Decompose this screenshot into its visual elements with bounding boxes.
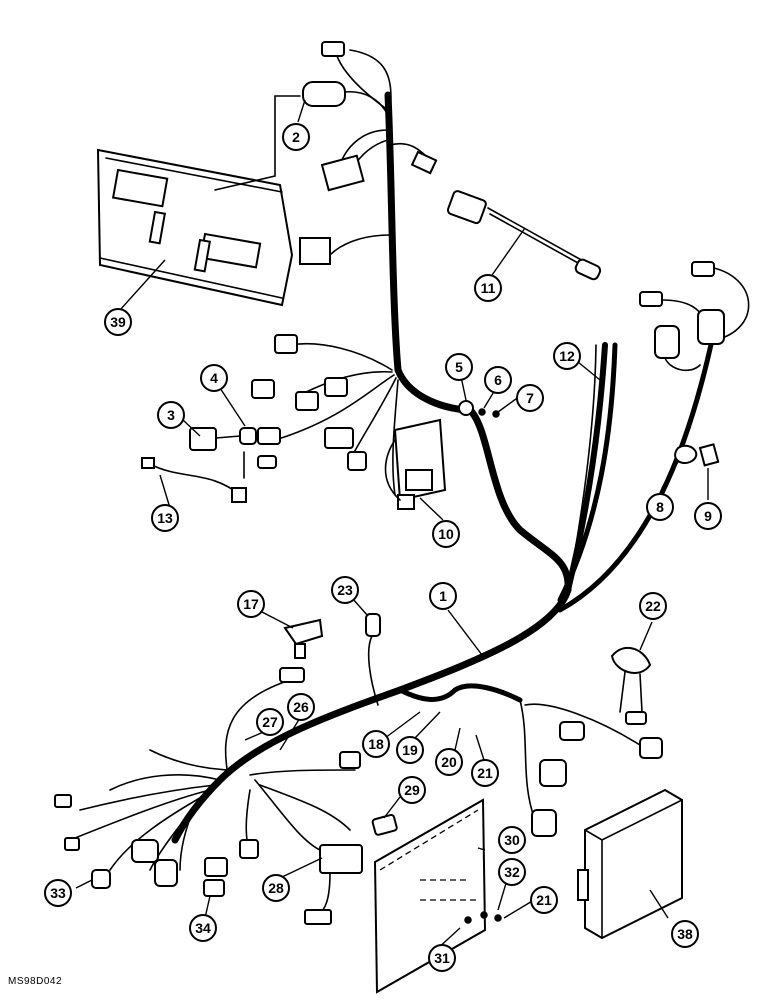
svg-text:26: 26 [293, 699, 309, 715]
svg-text:12: 12 [559, 348, 575, 364]
cable-12 [567, 344, 597, 591]
svg-text:4: 4 [210, 370, 218, 386]
figure-code: MS98D042 [8, 976, 63, 987]
callout-29: 29 [398, 776, 426, 804]
callout-12: 12 [553, 342, 581, 370]
svg-text:33: 33 [50, 885, 66, 901]
callout-21: 21 [471, 759, 499, 787]
svg-text:39: 39 [110, 314, 126, 330]
svg-text:22: 22 [645, 598, 661, 614]
mounting-plate-30 [373, 798, 487, 994]
svg-text:17: 17 [243, 596, 259, 612]
clip-5 [458, 400, 500, 418]
callout-32: 32 [498, 858, 526, 886]
callout-18: 18 [362, 730, 390, 758]
svg-text:21: 21 [536, 892, 552, 908]
upper-branches [251, 41, 438, 496]
callout-27: 27 [256, 708, 284, 736]
callout-30: 30 [498, 826, 526, 854]
svg-text:9: 9 [704, 508, 712, 524]
svg-text:10: 10 [438, 526, 454, 542]
relay-board-10 [384, 418, 447, 510]
callout-8: 8 [646, 493, 674, 521]
svg-text:18: 18 [368, 736, 384, 752]
callout-13: 13 [151, 504, 179, 532]
lower-left-branches [54, 667, 305, 897]
svg-text:3: 3 [167, 407, 175, 423]
svg-text:7: 7 [526, 390, 534, 406]
callout-9: 9 [694, 502, 722, 530]
svg-text:2: 2 [292, 129, 300, 145]
svg-text:23: 23 [337, 582, 353, 598]
lower-right-branches [239, 613, 663, 925]
callout-33: 33 [44, 879, 72, 907]
svg-text:11: 11 [481, 280, 496, 296]
svg-text:8: 8 [656, 499, 664, 515]
svg-text:27: 27 [262, 714, 278, 730]
nuts [464, 911, 502, 924]
main-harness [171, 91, 715, 844]
svg-text:21: 21 [477, 765, 493, 781]
callout-3: 3 [157, 401, 185, 429]
svg-text:5: 5 [455, 359, 463, 375]
callout-11: 11 [474, 274, 502, 302]
svg-text:19: 19 [402, 742, 418, 758]
part-17 [283, 618, 324, 659]
svg-text:34: 34 [195, 920, 211, 936]
callout-10: 10 [432, 520, 460, 548]
svg-text:1: 1 [439, 588, 447, 604]
callout-7: 7 [516, 384, 544, 412]
callout-22: 22 [639, 592, 667, 620]
callout-5: 5 [445, 353, 473, 381]
callout-1: 1 [429, 582, 457, 610]
callout-31: 31 [428, 944, 456, 972]
svg-text:31: 31 [434, 950, 450, 966]
callout-20: 20 [435, 748, 463, 776]
left-parts [141, 427, 257, 503]
instrument-panel-39 [96, 95, 301, 307]
svg-text:6: 6 [494, 372, 502, 388]
callout-23: 23 [331, 576, 359, 604]
callout-28: 28 [262, 874, 290, 902]
svg-text:30: 30 [504, 832, 520, 848]
callout-2: 2 [282, 123, 310, 151]
sensor-cable-11 [446, 190, 602, 281]
callout-21b: 21 [530, 886, 558, 914]
callout-17: 17 [237, 590, 265, 618]
part-22 [610, 646, 652, 725]
callout-6: 6 [484, 366, 512, 394]
right-connectors [639, 261, 750, 467]
svg-text:32: 32 [504, 864, 520, 880]
svg-text:38: 38 [677, 926, 693, 942]
callout-26: 26 [287, 693, 315, 721]
callout-39: 39 [104, 308, 132, 336]
svg-text:29: 29 [404, 782, 420, 798]
svg-text:20: 20 [441, 754, 457, 770]
callout-38: 38 [671, 920, 699, 948]
svg-text:13: 13 [157, 510, 173, 526]
svg-text:28: 28 [268, 880, 284, 896]
callout-19: 19 [396, 736, 424, 764]
callout-34: 34 [189, 914, 217, 942]
callout-4: 4 [200, 364, 228, 392]
